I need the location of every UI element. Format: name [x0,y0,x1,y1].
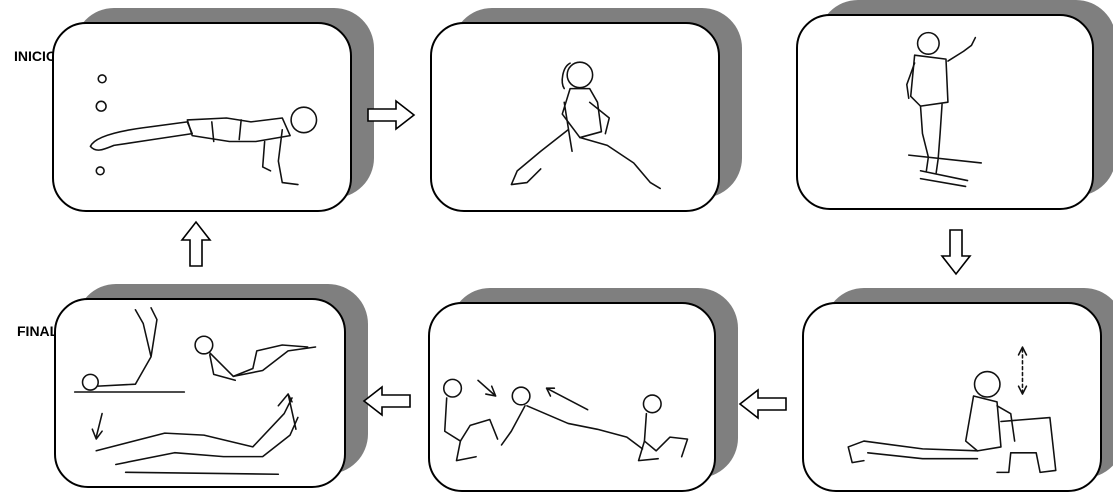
arrow-down-icon [940,228,972,276]
push-up-illustration [54,24,350,210]
exercise-card-2 [430,22,720,212]
arrow-left-icon-2 [362,385,412,417]
exercise-card-5 [428,302,716,492]
seated-dips-illustration [804,304,1100,490]
crawl-stretch-illustration [430,304,714,490]
end-label: FINAL [17,323,58,339]
arrow-left-icon [738,388,788,420]
arrow-up-icon [180,220,212,268]
arrow-right-icon [366,99,416,131]
exercise-card-3 [796,14,1094,210]
start-label: INICIO [14,48,57,64]
calf-raise-illustration [798,16,1092,208]
exercise-card-4 [802,302,1102,492]
abdominal-illustration [56,300,344,486]
exercise-card-6 [54,298,346,488]
lunge-illustration [432,24,718,210]
exercise-card-1 [52,22,352,212]
